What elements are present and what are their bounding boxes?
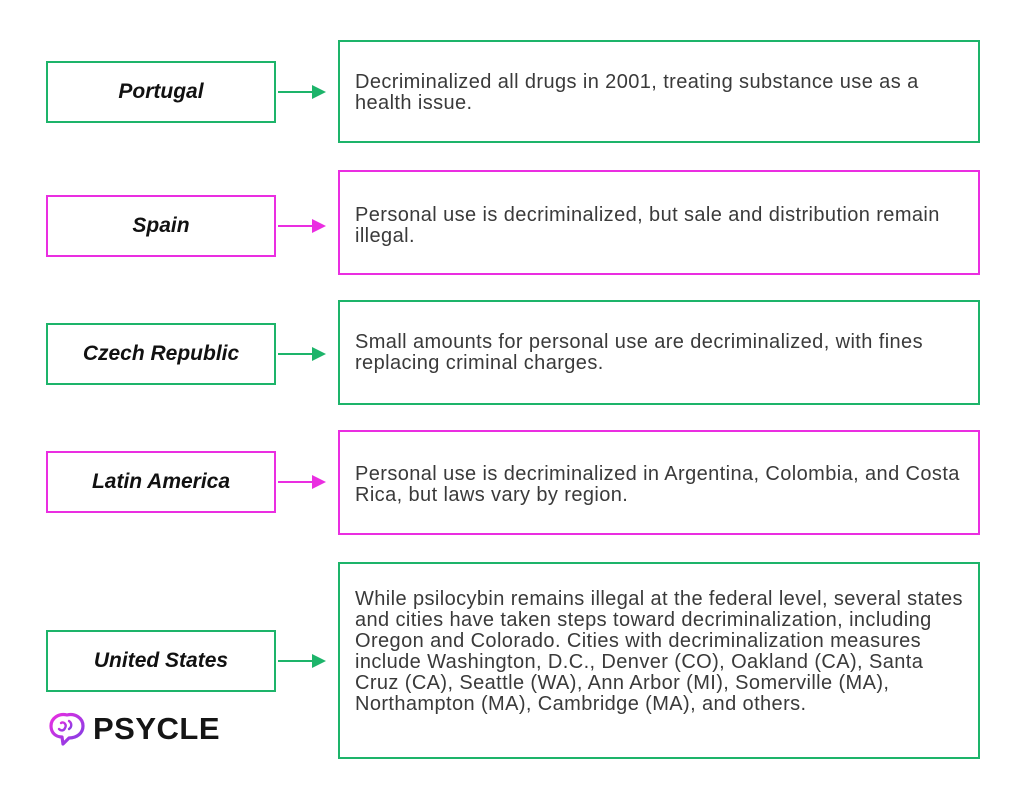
logo-text: PSYCLE (93, 711, 221, 746)
description-text: Decriminalized all drugs in 2001, treati… (355, 71, 919, 114)
description-box-united-states: While psilocybin remains illegal at the … (338, 562, 980, 759)
description-box-czech-republic: Small amounts for personal use are decri… (338, 300, 980, 405)
description-text: Personal use is decriminalized, but sale… (355, 204, 940, 247)
region-label-text: United States (93, 649, 229, 672)
region-label-portugal: Portugal (46, 61, 276, 123)
region-label-czech-republic: Czech Republic (46, 323, 276, 385)
region-label-text: Spain (132, 214, 190, 237)
description-box-latin-america: Personal use is decriminalized in Argent… (338, 430, 980, 535)
region-label-text: Czech Republic (82, 342, 240, 365)
region-label-text: Latin America (91, 470, 231, 493)
arrow-right-icon (278, 219, 326, 233)
arrow-right-icon (278, 85, 326, 99)
arrow-right-icon (278, 347, 326, 361)
arrow-right-icon (278, 654, 326, 668)
description-box-spain: Personal use is decriminalized, but sale… (338, 170, 980, 275)
description-text: While psilocybin remains illegal at the … (355, 588, 963, 715)
psycle-logo: PSYCLE (47, 711, 220, 747)
description-text: Personal use is decriminalized in Argent… (355, 463, 960, 506)
region-label-latin-america: Latin America (46, 451, 276, 513)
brain-icon (49, 712, 85, 746)
region-label-spain: Spain (46, 195, 276, 257)
region-label-text: Portugal (118, 80, 204, 103)
description-box-portugal: Decriminalized all drugs in 2001, treati… (338, 40, 980, 143)
region-label-united-states: United States (46, 630, 276, 692)
description-text: Small amounts for personal use are decri… (355, 331, 923, 374)
arrow-right-icon (278, 475, 326, 489)
